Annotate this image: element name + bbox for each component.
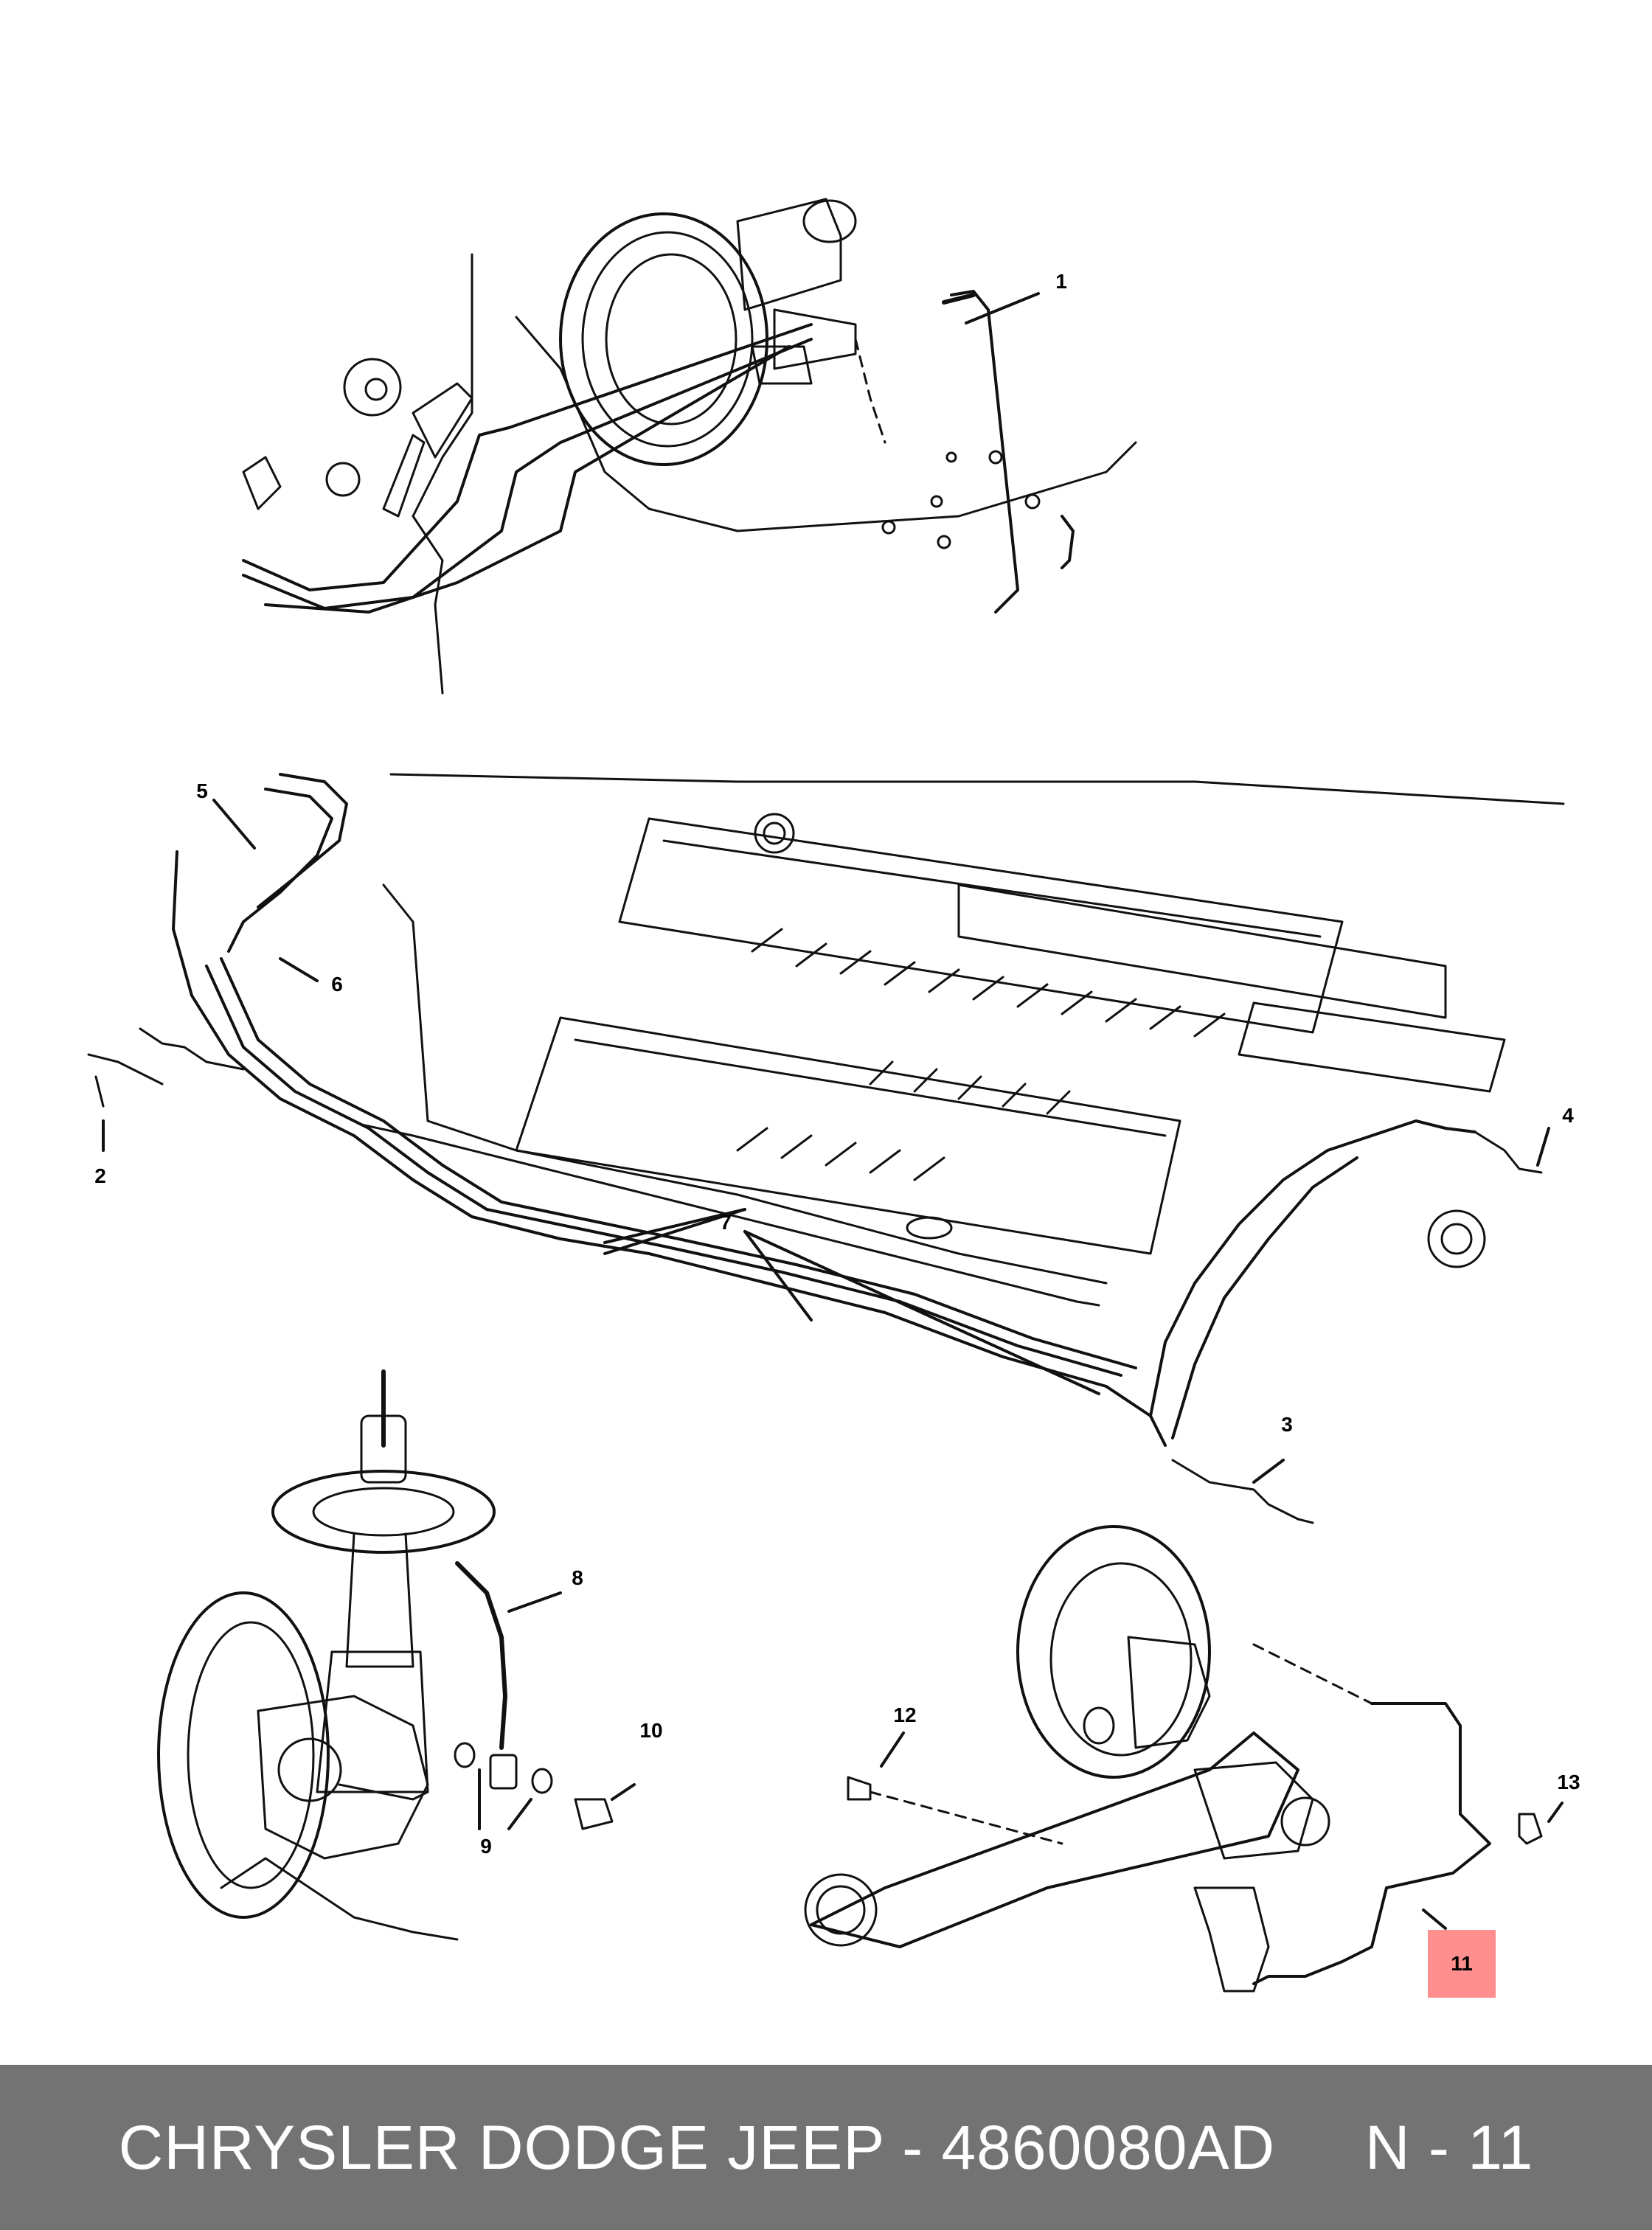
callout-2: 2 (94, 1164, 106, 1187)
callout-6: 6 (331, 973, 343, 996)
footer-caption: CHRYSLER DODGE JEEP - 4860080AD N - 11 (119, 2112, 1534, 2184)
callout-7: 7 (720, 1211, 732, 1234)
callout-13: 13 (1557, 1771, 1580, 1793)
footer-brand: CHRYSLER DODGE JEEP (118, 2112, 884, 2182)
callout-1: 1 (1055, 270, 1067, 293)
callout-10: 10 (639, 1719, 663, 1742)
callout-3: 3 (1281, 1413, 1293, 1436)
callout-8: 8 (572, 1566, 583, 1589)
callout-4: 4 (1562, 1104, 1574, 1127)
brake-line-diagram (87, 198, 1565, 1993)
footer-page-ref: N - 11 (1364, 2112, 1534, 2182)
underbody-view (87, 773, 1565, 1524)
callout-11-highlighted[interactable]: 11 (1428, 1930, 1496, 1998)
rear-brake-view (804, 1525, 1564, 1993)
master-cylinder-view (242, 198, 1137, 695)
callout-9: 9 (480, 1835, 492, 1858)
front-strut-view (157, 1369, 636, 1941)
callout-5: 5 (196, 779, 208, 802)
footer-part-number: 4860080AD (941, 2112, 1276, 2182)
footer-bar: CHRYSLER DODGE JEEP - 4860080AD N - 11 (0, 2065, 1652, 2230)
footer-separator: - (902, 2112, 924, 2182)
callout-12: 12 (893, 1703, 917, 1726)
